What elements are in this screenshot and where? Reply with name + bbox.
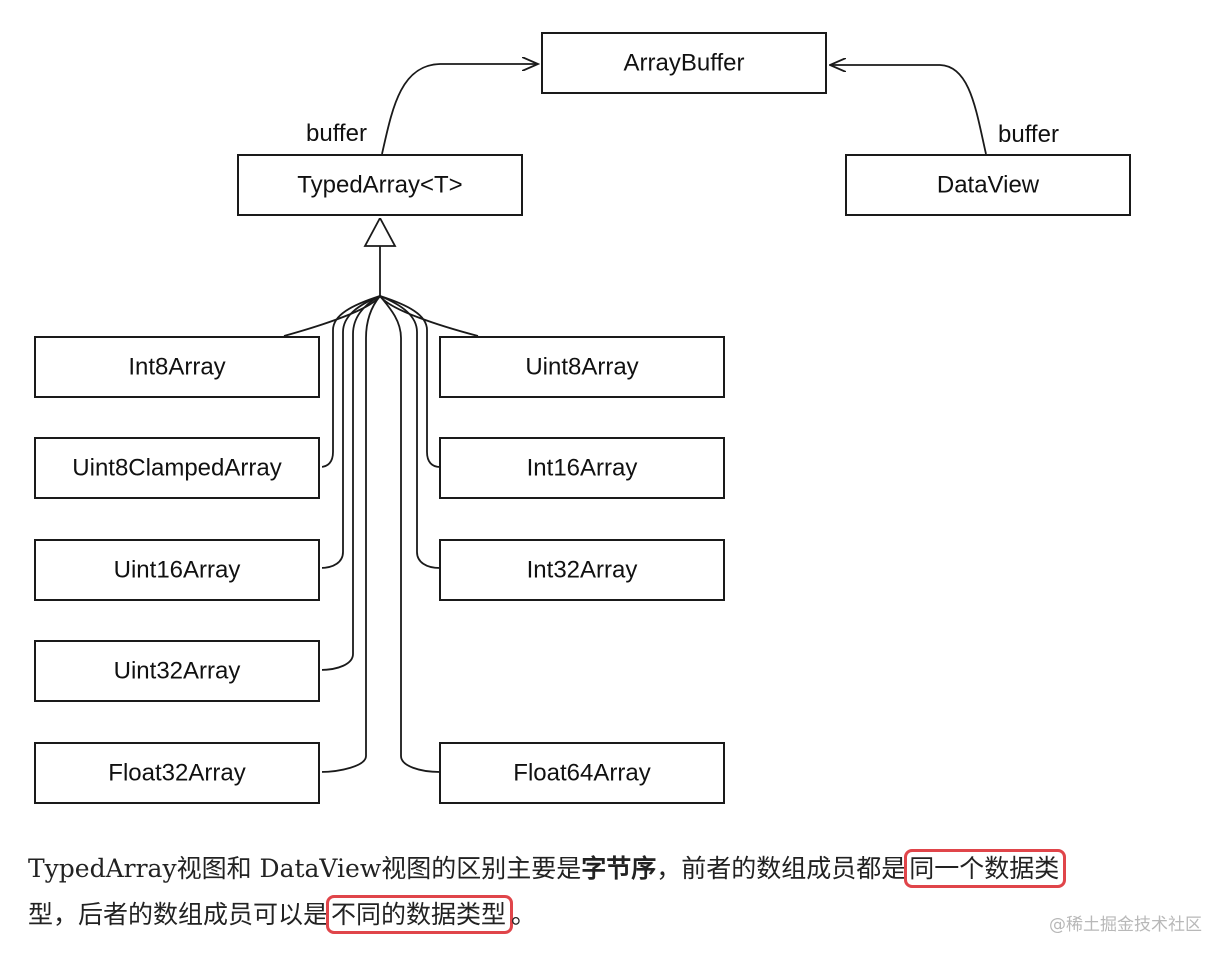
svg-text:TypedArray<T>: TypedArray<T> [297,171,462,198]
caption-bold-term: 字节序 [581,854,657,883]
subclass-connectors [283,295,479,773]
watermark: @稀土掘金技术社区 [1049,915,1202,935]
svg-text:Int8Array: Int8Array [128,353,225,380]
node-float64array: Float64Array [439,742,727,806]
caption-text: ，前者的数组成员都是 [656,854,907,883]
caption-paragraph: TypedArray视图和 DataView视图的区别主要是字节序，前者的数组成… [28,846,1148,938]
highlight-box: 同一个数据类 [904,849,1067,888]
node-uint8array: Uint8Array [439,336,727,400]
caption-line-1: TypedArray视图和 DataView视图的区别主要是字节序，前者的数组成… [28,846,1148,892]
caption-text: TypedArray视图和 DataView视图的区别主要是 [28,854,582,883]
node-int16array: Int16Array [439,437,727,501]
node-uint16array: Uint16Array [34,539,322,603]
node-int8array: Int8Array [34,336,322,400]
svg-text:Uint32Array: Uint32Array [114,657,241,684]
svg-text:Int16Array: Int16Array [527,454,638,481]
svg-text:DataView: DataView [937,171,1040,198]
svg-text:Uint8Array: Uint8Array [525,353,638,380]
svg-text:Uint16Array: Uint16Array [114,556,241,583]
highlight-box: 不同的数据类型 [326,895,514,934]
dataview-buffer-label: buffer [998,121,1059,148]
caption-text: ，后者的数组成员可以是 [53,900,329,929]
svg-text:Int32Array: Int32Array [527,556,638,583]
svg-text:ArrayBuffer: ArrayBuffer [624,49,745,76]
typedarray-to-arraybuffer-link [381,64,538,155]
node-int32array: Int32Array [439,539,727,603]
caption-text: 型 [28,900,54,929]
caption-line-2: 型，后者的数组成员可以是不同的数据类型。 [28,892,1148,938]
node-typedarray: TypedArray<T> [237,154,525,218]
typedarray-buffer-label: buffer [306,120,367,147]
node-dataview: DataView [845,154,1133,218]
node-arraybuffer: ArrayBuffer [541,32,829,96]
inheritance-triangle [363,216,397,247]
svg-text:Float64Array: Float64Array [513,759,650,786]
class-diagram: buffer buffer ArrayBuffer TypedArray<T> … [34,32,1133,806]
svg-text:Uint8ClampedArray: Uint8ClampedArray [72,454,281,481]
node-uint32array: Uint32Array [34,640,322,704]
svg-text:Float32Array: Float32Array [108,759,245,786]
dataview-to-arraybuffer-link [830,65,987,155]
node-uint8clampedarray: Uint8ClampedArray [34,437,322,501]
node-float32array: Float32Array [34,742,322,806]
caption-text: 。 [511,900,537,929]
